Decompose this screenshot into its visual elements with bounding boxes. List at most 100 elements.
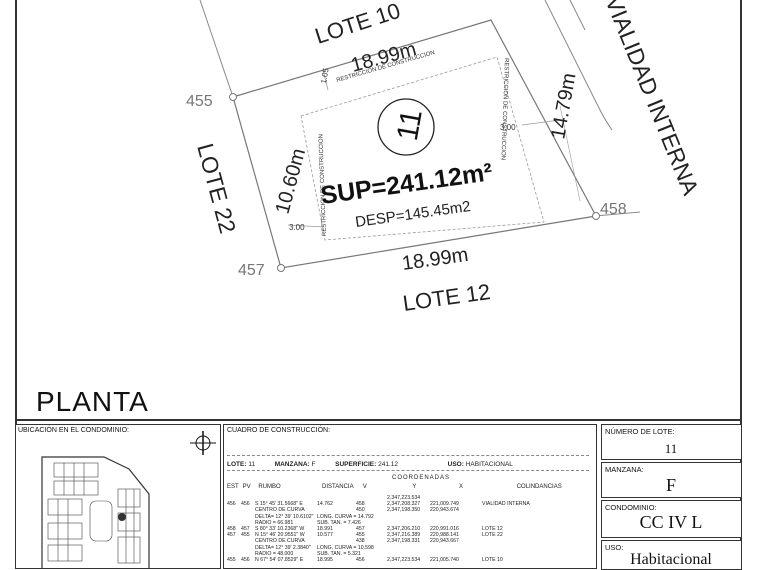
table-cell: 220,943.674 bbox=[430, 507, 459, 514]
manzana-field-value: F bbox=[665, 475, 676, 495]
vertex-458 bbox=[592, 212, 600, 220]
uso-field-value: Habitacional bbox=[630, 551, 712, 568]
dim-south-label: 18.99m bbox=[401, 244, 470, 275]
setback-note-east: RESTRICCION DE CONSTRUCCION bbox=[499, 58, 509, 160]
setback-dim-west bbox=[287, 224, 325, 228]
lot-number-label: 11 bbox=[391, 107, 429, 143]
table-cell: LOTE 12 bbox=[482, 526, 503, 532]
table-header-row: EST PV RUMBO DISTANCIA V Y X COLINDANCIA… bbox=[227, 484, 562, 490]
condominium-map bbox=[41, 456, 150, 569]
table-cell: 2,347,206.210 bbox=[387, 526, 421, 532]
table-cell: DELTA= 12° 39' 2.3840" bbox=[255, 544, 311, 551]
table-cell: 438 bbox=[356, 538, 365, 545]
table-cell: 220,991.016 bbox=[430, 526, 459, 532]
frame-divider bbox=[15, 419, 742, 421]
lot10-boundary bbox=[199, 0, 234, 98]
table-mid-rule bbox=[227, 470, 589, 471]
setback-dim-east bbox=[521, 119, 561, 126]
compass-icon bbox=[190, 431, 216, 455]
table-cell: 456 bbox=[241, 501, 250, 508]
table-cell: 456 bbox=[241, 557, 250, 563]
road-label: VIALIDAD INTERNA bbox=[600, 0, 704, 199]
table-cell: 18.995 bbox=[317, 557, 333, 563]
point-458-label: 458 bbox=[600, 201, 627, 218]
uso-field-label: USO: bbox=[605, 543, 624, 552]
dim-west-label: 10.60m bbox=[272, 146, 311, 216]
col-rumbo: RUMBO bbox=[258, 484, 281, 490]
table-cell: N 67° 54' 07.8529" E bbox=[255, 557, 304, 563]
table-cell: RADIO = 48.000 bbox=[255, 550, 294, 557]
table-cell: N 15° 46' 20.9551" W bbox=[255, 532, 305, 539]
vertex-455 bbox=[229, 93, 237, 101]
table-cell: VIALIDAD INTERNA bbox=[482, 501, 530, 508]
manzana-box: MANZANA: F bbox=[601, 462, 742, 498]
condominio-field-label: CONDOMINIO: bbox=[605, 503, 657, 512]
table-cell: 2,347,198.331 bbox=[387, 538, 421, 545]
lot-north-label: LOTE 10 bbox=[312, 0, 403, 49]
manzana-value: F bbox=[311, 461, 316, 468]
setback-boundary bbox=[300, 56, 545, 241]
lot-number-box: NÚMERO DE LOTE: 11 bbox=[601, 424, 742, 460]
point-457-label: 457 bbox=[238, 262, 265, 279]
table-cell: LOTE 10 bbox=[482, 557, 503, 563]
table-cell: SUB. TAN. = 5.321 bbox=[317, 550, 361, 557]
col-colindancias: COLINDANCIAS bbox=[516, 484, 562, 490]
table-cell: S 15° 45' 31.5668" E bbox=[255, 501, 303, 508]
manzana-field-label: MANZANA: bbox=[605, 465, 644, 474]
table-cell: 2,347,216.389 bbox=[387, 532, 421, 539]
uso-box: USO: Habitacional bbox=[601, 540, 742, 570]
superficie-value: 241.12 bbox=[378, 461, 399, 468]
table-cell: 457 bbox=[356, 526, 365, 532]
table-cell: LONG. CURVA = 10.598 bbox=[317, 544, 374, 551]
setback-note-west: RESTRICCION DE CONSTRUCCION bbox=[318, 134, 328, 236]
table-cell: 457 bbox=[241, 526, 250, 532]
table-cell: 220,988.141 bbox=[430, 532, 459, 539]
table-cell: 455 bbox=[241, 532, 250, 539]
table-cell: 458 bbox=[227, 526, 236, 532]
table-cell: LOTE 22 bbox=[482, 532, 503, 539]
table-cell: 2,347,208.327 bbox=[387, 501, 421, 508]
road-edge bbox=[544, 0, 613, 131]
table-cell: 455 bbox=[227, 557, 236, 563]
setback-dim-north bbox=[322, 69, 329, 91]
construction-header: CUADRO DE CONSTRUCCIÓN: bbox=[227, 427, 331, 434]
location-box: UBICACIÓN EN EL CONDOMINIO: bbox=[15, 424, 221, 569]
coords-header: COORDENADAS bbox=[392, 475, 451, 481]
plan-title: PLANTA bbox=[36, 386, 149, 417]
table-cell: LONG. CURVA = 14.792 bbox=[317, 513, 374, 520]
manzana-label: MANZANA: bbox=[274, 461, 310, 468]
table-cell: 18.991 bbox=[317, 526, 333, 532]
table-cell: 2,347,223.534 bbox=[387, 495, 421, 501]
col-pv: PV bbox=[242, 484, 251, 490]
table-cell: CENTRO DE CURVA bbox=[255, 507, 305, 514]
point-455-label: 455 bbox=[186, 93, 213, 110]
lot-number-field-label: NÚMERO DE LOTE: bbox=[605, 427, 675, 436]
dim-east-label: 14.79m bbox=[547, 71, 580, 141]
drawing-frame bbox=[15, 0, 742, 564]
table-cell: 221,005.740 bbox=[430, 557, 459, 563]
col-distancia: DISTANCIA bbox=[322, 484, 354, 490]
dim-line-east bbox=[559, 105, 581, 202]
table-cell: 221,009.749 bbox=[430, 501, 459, 508]
table-cell: S 80° 33' 10.2368" W bbox=[255, 526, 305, 532]
condominio-field-value: CC IV L bbox=[639, 512, 703, 532]
table-cell: 2,347,198.350 bbox=[387, 507, 421, 514]
col-x: X bbox=[459, 484, 464, 490]
table-cell: DELTA= 12° 39' 10.6102" bbox=[255, 513, 314, 520]
location-header: UBICACIÓN EN EL CONDOMINIO: bbox=[18, 427, 129, 434]
table-cell: 456 bbox=[356, 557, 365, 563]
lot-west-label: LOTE 22 bbox=[192, 141, 241, 237]
lote-label: LOTE: bbox=[227, 461, 247, 468]
superficie-label: SUPERFICIE: bbox=[335, 461, 377, 468]
table-cell: 2,347,223.534 bbox=[387, 557, 421, 563]
table-cell: 14.762 bbox=[317, 501, 333, 508]
vertex-457 bbox=[277, 264, 285, 272]
lot-south-label: LOTE 12 bbox=[401, 279, 492, 316]
table-cell: 10.577 bbox=[317, 532, 333, 539]
table-cell: 458 bbox=[356, 501, 365, 508]
lot-plan: LOTE 10 VIALIDAD INTERNA LOTE 22 LOTE 12… bbox=[186, 0, 704, 316]
setback-dim-1: 1.05 bbox=[319, 67, 331, 84]
table-cell: CENTRO DE CURVA bbox=[255, 538, 305, 545]
col-y: Y bbox=[412, 484, 417, 490]
condominio-box: CONDOMINIO: CC IV L bbox=[601, 500, 742, 538]
